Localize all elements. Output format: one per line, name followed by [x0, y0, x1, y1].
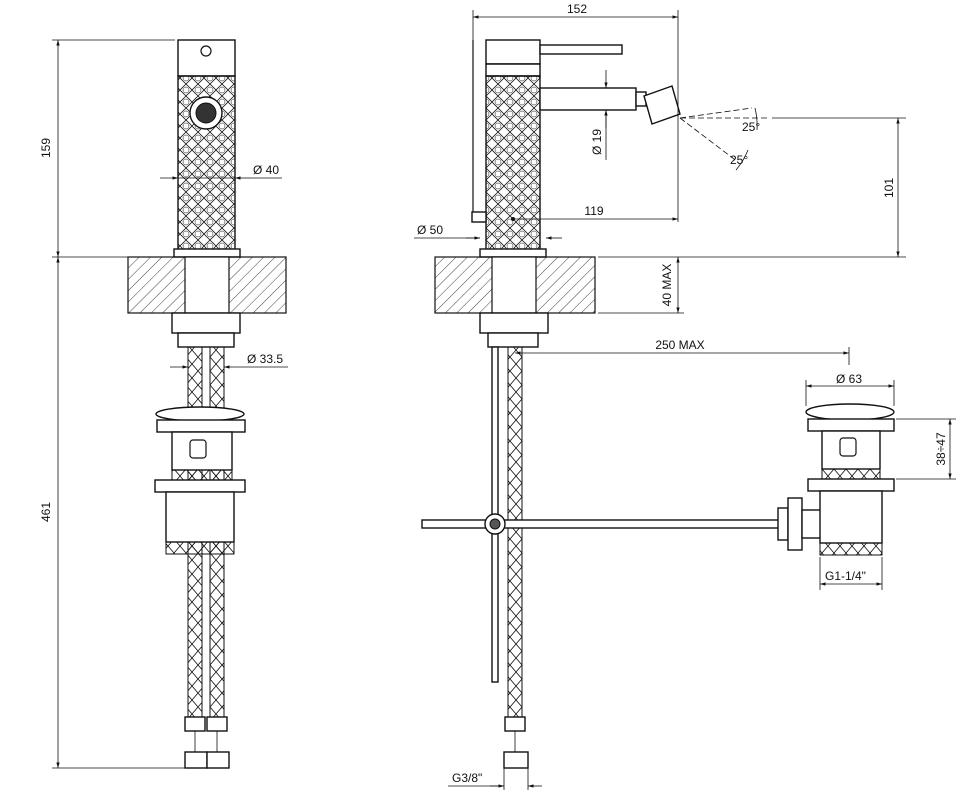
- side-popup-knob: [471, 211, 487, 223]
- side-hose-nut: [503, 751, 529, 769]
- front-indicator-dot: [200, 45, 212, 57]
- front-waste-flange: [156, 419, 246, 433]
- front-hose-fitting-left: [184, 716, 206, 732]
- side-dimensions: 152 119 Ø 50 Ø 19 25° 25° 101 40 MAX 250…: [414, 2, 956, 790]
- front-waste-body: [171, 431, 233, 471]
- side-spout: [539, 87, 637, 111]
- front-waste-washer: [154, 479, 246, 493]
- side-base-ring: [479, 248, 547, 258]
- front-waste-thread-top: [171, 469, 233, 481]
- dim-angle-upper: 25°: [742, 120, 760, 134]
- dim-angle-lower: 25°: [730, 153, 748, 167]
- dim-waste-thread: G1-1/4": [825, 569, 866, 583]
- side-pull-rod: [421, 519, 781, 529]
- dim-waste-range: 38÷47: [934, 432, 948, 466]
- front-hose-nut-left: [184, 751, 208, 769]
- dim-spout-reach: 119: [584, 204, 603, 218]
- dim-waste-diameter: Ø 63: [836, 372, 862, 386]
- side-hose: [507, 346, 523, 718]
- side-cartridge-cap: [485, 63, 541, 77]
- side-waste-pipe: [819, 490, 883, 544]
- front-nozzle-aerator: [195, 102, 217, 124]
- side-waste-thread-top: [821, 468, 881, 480]
- front-dimensions: 159 461 Ø 40 Ø 33.5: [39, 39, 288, 769]
- side-swivel-nozzle: [643, 85, 681, 125]
- side-lever-head: [485, 39, 541, 65]
- side-fixing-nut: [479, 312, 549, 334]
- front-lever-cap: [177, 39, 236, 77]
- dim-rod-length: 250 MAX: [655, 338, 704, 352]
- side-waste-body: [821, 430, 881, 470]
- side-nut-lower: [487, 332, 539, 348]
- side-waste-cap: [805, 403, 895, 421]
- front-hose-nut-right: [206, 751, 230, 769]
- side-view: [421, 39, 823, 769]
- side-rod-clamp-screw: [489, 518, 501, 530]
- side-rod-connector: [801, 509, 823, 539]
- side-body-lattice: [485, 75, 541, 253]
- side-rod-nut: [777, 507, 789, 541]
- side-waste-washer: [807, 478, 895, 492]
- front-hose-fitting-right: [206, 716, 228, 732]
- dim-total-height: 461: [39, 502, 53, 522]
- dim-hose-thread: G3/8": [452, 771, 482, 785]
- side-waste: [805, 403, 895, 556]
- front-waste-thread-bottom: [165, 541, 235, 555]
- dim-deck-thickness: 40 MAX: [660, 264, 674, 307]
- side-waste-slot: [839, 437, 857, 457]
- front-waste-cap: [155, 406, 245, 422]
- dim-base-diameter: Ø 50: [417, 223, 443, 237]
- side-waste-flange: [807, 418, 895, 432]
- dim-hose-diameter: Ø 33.5: [247, 352, 283, 366]
- dim-overall-length: 152: [567, 2, 587, 16]
- dim-body-diameter: Ø 40: [253, 163, 279, 177]
- front-view: [127, 39, 287, 769]
- side-hose-fitting: [504, 716, 526, 732]
- dim-front-height: 159: [39, 138, 53, 158]
- front-deck-hole: [184, 256, 230, 314]
- side-waste-thread-bottom: [819, 542, 883, 556]
- front-nut-lower: [177, 332, 235, 348]
- side-lever-handle: [539, 44, 623, 55]
- front-waste-pipe: [165, 491, 235, 543]
- side-rod-gland: [787, 497, 803, 551]
- front-waste-slot: [189, 439, 207, 459]
- side-deck-hole: [491, 256, 537, 314]
- front-base-ring: [173, 248, 241, 258]
- dim-nozzle-diameter: Ø 19: [590, 129, 604, 155]
- front-fixing-nut: [171, 312, 241, 334]
- dim-spout-height: 101: [882, 178, 896, 198]
